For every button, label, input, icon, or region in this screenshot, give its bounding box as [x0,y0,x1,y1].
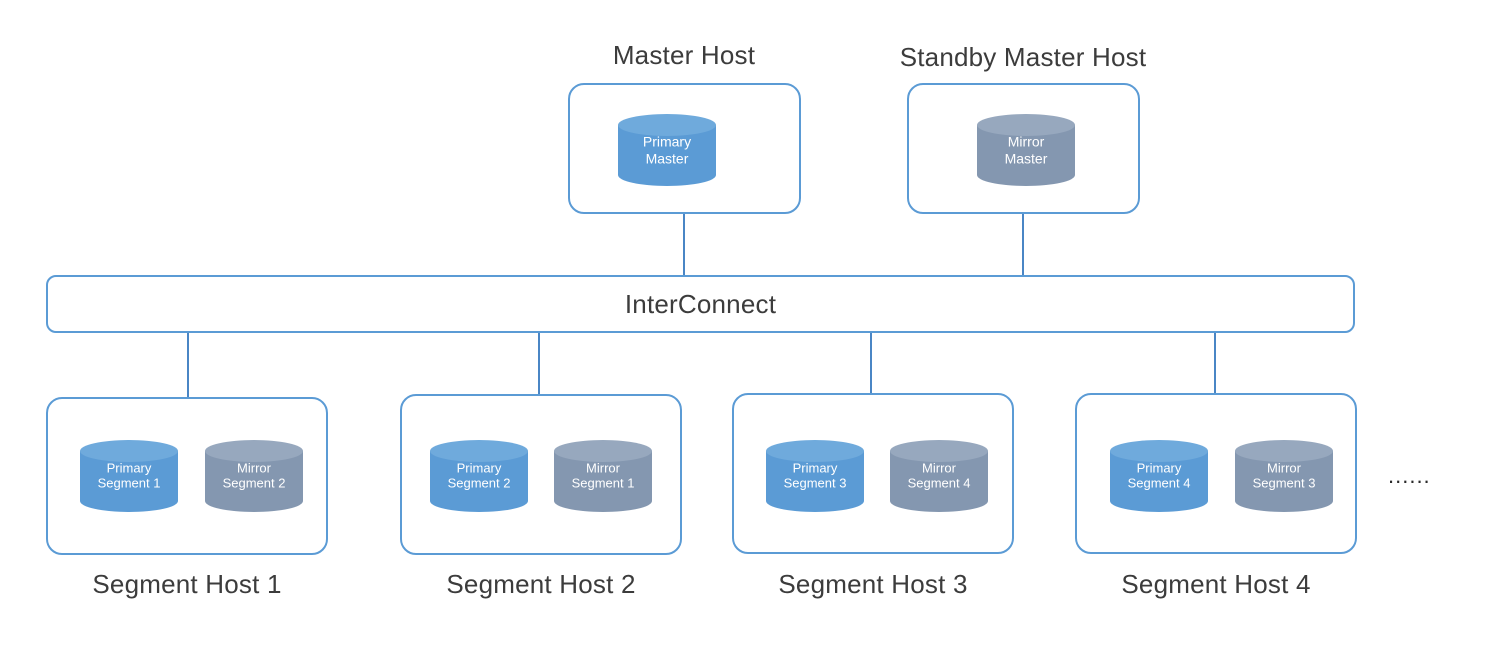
master-host-title: Master Host [612,40,756,70]
mirror-segment-cylinder[interactable]: Mirror Segment 2 [205,440,303,512]
cylinder-top [1235,440,1333,462]
cylinder-top [618,114,716,136]
connector-interconnect-to-segment-host-3 [870,333,872,397]
standby-master-host-title: Standby Master Host [899,42,1147,72]
segment-host-1-title: Segment Host 1 [92,569,282,599]
cylinder-top [554,440,652,462]
segment-host-1-box[interactable]: Primary Segment 1 Mirror Segment 2 [46,397,328,555]
cylinder-top [766,440,864,462]
segment-host-2-box[interactable]: Primary Segment 2 Mirror Segment 1 [400,394,682,555]
mirror-segment-cylinder[interactable]: Mirror Segment 4 [890,440,988,512]
continuation-ellipsis: ...... [1388,463,1431,488]
cylinder-top [890,440,988,462]
primary-segment-cylinder[interactable]: Primary Segment 2 [430,440,528,512]
cylinder-top [977,114,1075,136]
interconnect-bar[interactable]: InterConnect [46,275,1355,333]
primary-segment-cylinder[interactable]: Primary Segment 3 [766,440,864,512]
segment-host-4-box[interactable]: Primary Segment 4 Mirror Segment 3 [1075,393,1357,554]
mirror-segment-cylinder[interactable]: Mirror Segment 3 [1235,440,1333,512]
segment-host-4-title: Segment Host 4 [1121,569,1311,599]
primary-segment-cylinder[interactable]: Primary Segment 4 [1110,440,1208,512]
segment-host-3-box[interactable]: Primary Segment 3 Mirror Segment 4 [732,393,1014,554]
interconnect-label: InterConnect [624,288,777,319]
segment-host-3-title: Segment Host 3 [778,569,968,599]
primary-segment-cylinder[interactable]: Primary Segment 1 [80,440,178,512]
master-host-box[interactable]: Primary Master [568,83,801,214]
cylinder-top [1110,440,1208,462]
cylinder-top [80,440,178,462]
primary-master-cylinder[interactable]: Primary Master [618,114,716,186]
connector-interconnect-to-segment-host-4 [1214,333,1216,397]
segment-host-2-title: Segment Host 2 [446,569,636,599]
connector-interconnect-to-segment-host-2 [538,333,540,397]
cylinder-top [430,440,528,462]
connector-standby-to-interconnect [1022,214,1024,276]
cylinder-top [205,440,303,462]
connector-interconnect-to-segment-host-1 [187,333,189,397]
mirror-segment-cylinder[interactable]: Mirror Segment 1 [554,440,652,512]
mirror-master-cylinder[interactable]: Mirror Master [977,114,1075,186]
connector-master-to-interconnect [683,214,685,276]
standby-master-host-box[interactable]: Mirror Master [907,83,1140,214]
